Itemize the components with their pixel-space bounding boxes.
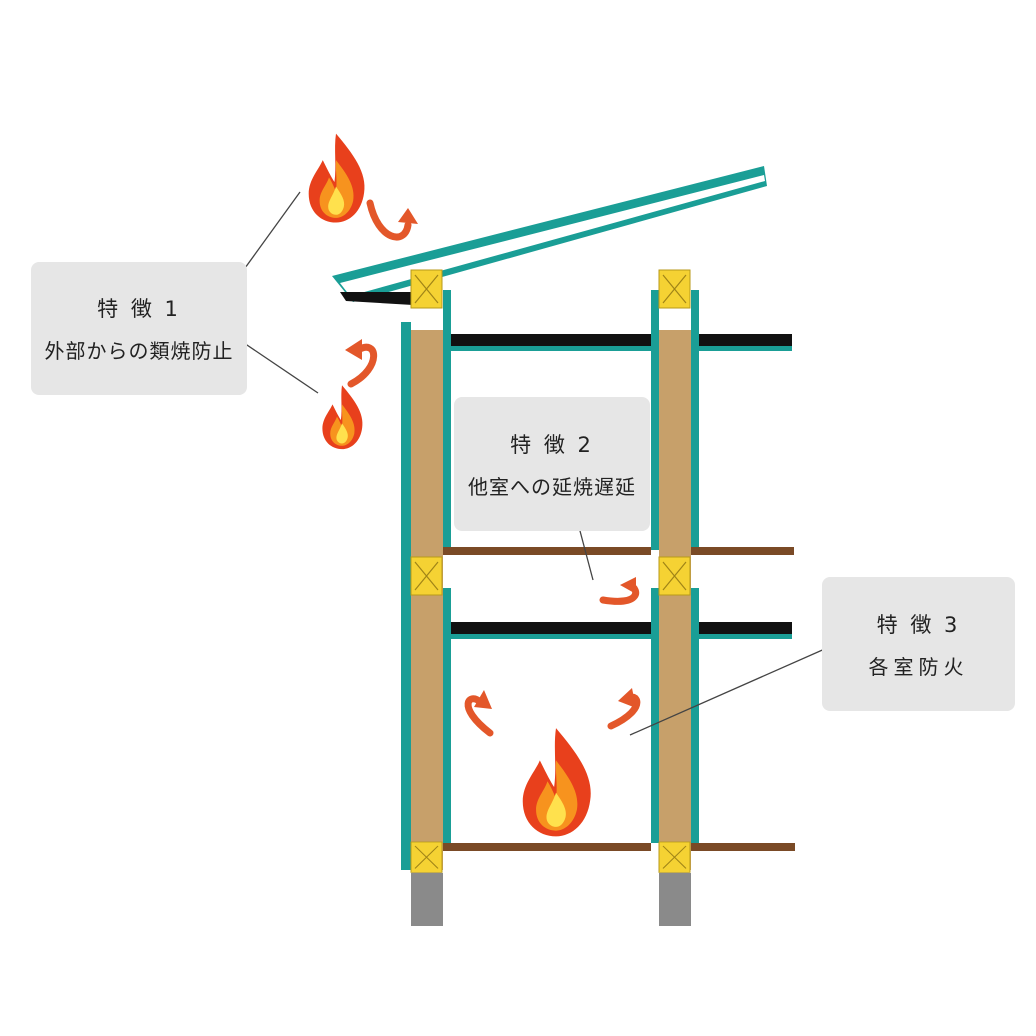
leader-line	[629, 643, 837, 736]
joint-cross-icon	[410, 841, 443, 874]
column-right	[651, 269, 699, 926]
flame-icon	[308, 133, 365, 223]
ceiling-board	[451, 334, 651, 346]
foundation	[659, 873, 691, 926]
floor-beams	[443, 547, 795, 851]
floor-beam	[691, 843, 795, 851]
joint-cross-icon	[658, 841, 691, 874]
inner-wall-board	[443, 588, 451, 843]
curved-arrow-icon	[398, 208, 418, 224]
timber-post	[411, 330, 443, 870]
roof-eave-underside	[340, 292, 413, 305]
curved-arrow-icon	[620, 577, 636, 594]
feature-3-description: 各室防火	[868, 654, 969, 679]
curved-arrow-icon	[347, 343, 378, 388]
feature-2-callout: 特 徴 2 他室への延焼遅延	[454, 397, 650, 531]
floor-beam	[443, 547, 651, 555]
joint-cross-icon	[410, 556, 443, 596]
ceiling-board	[451, 622, 651, 634]
flame-icon	[522, 728, 591, 837]
joint-cross-icon	[658, 269, 691, 309]
exterior-wall-board	[401, 322, 411, 870]
ceilings	[451, 334, 792, 639]
feature-3-title: 特 徴 3	[876, 612, 961, 637]
wall-board	[691, 588, 699, 843]
joint-cross-icon	[410, 269, 443, 309]
flame-icon	[322, 385, 363, 450]
curved-arrow-icon	[618, 688, 636, 708]
floor-beam	[443, 843, 651, 851]
timber-post	[659, 330, 691, 870]
curved-arrow-icon	[474, 690, 492, 709]
curved-arrow-icon	[464, 695, 494, 737]
wall-board	[651, 588, 659, 843]
foundation	[411, 873, 443, 926]
column-left	[401, 269, 451, 926]
feature-1-description: 外部からの類焼防止	[44, 339, 234, 363]
feature-1-title: 特 徴 1	[97, 297, 181, 321]
joint-cross-icon	[658, 556, 691, 596]
leader-line	[243, 342, 319, 394]
feature-2-title: 特 徴 2	[510, 432, 594, 457]
floor-beam	[691, 547, 794, 555]
ceiling-board	[699, 334, 792, 346]
feature-1-callout: 特 徴 1 外部からの類焼防止	[31, 262, 247, 395]
curved-arrow-icon	[366, 199, 412, 241]
feature-3-callout: 特 徴 3 各室防火	[822, 577, 1015, 711]
inner-wall-board	[443, 290, 451, 550]
curved-arrow-icon	[345, 339, 362, 360]
wall-board	[651, 290, 659, 550]
ceiling-board	[699, 622, 792, 634]
feature-2-description: 他室への延焼遅延	[468, 474, 636, 499]
wall-board	[691, 290, 699, 550]
roof	[332, 166, 767, 305]
